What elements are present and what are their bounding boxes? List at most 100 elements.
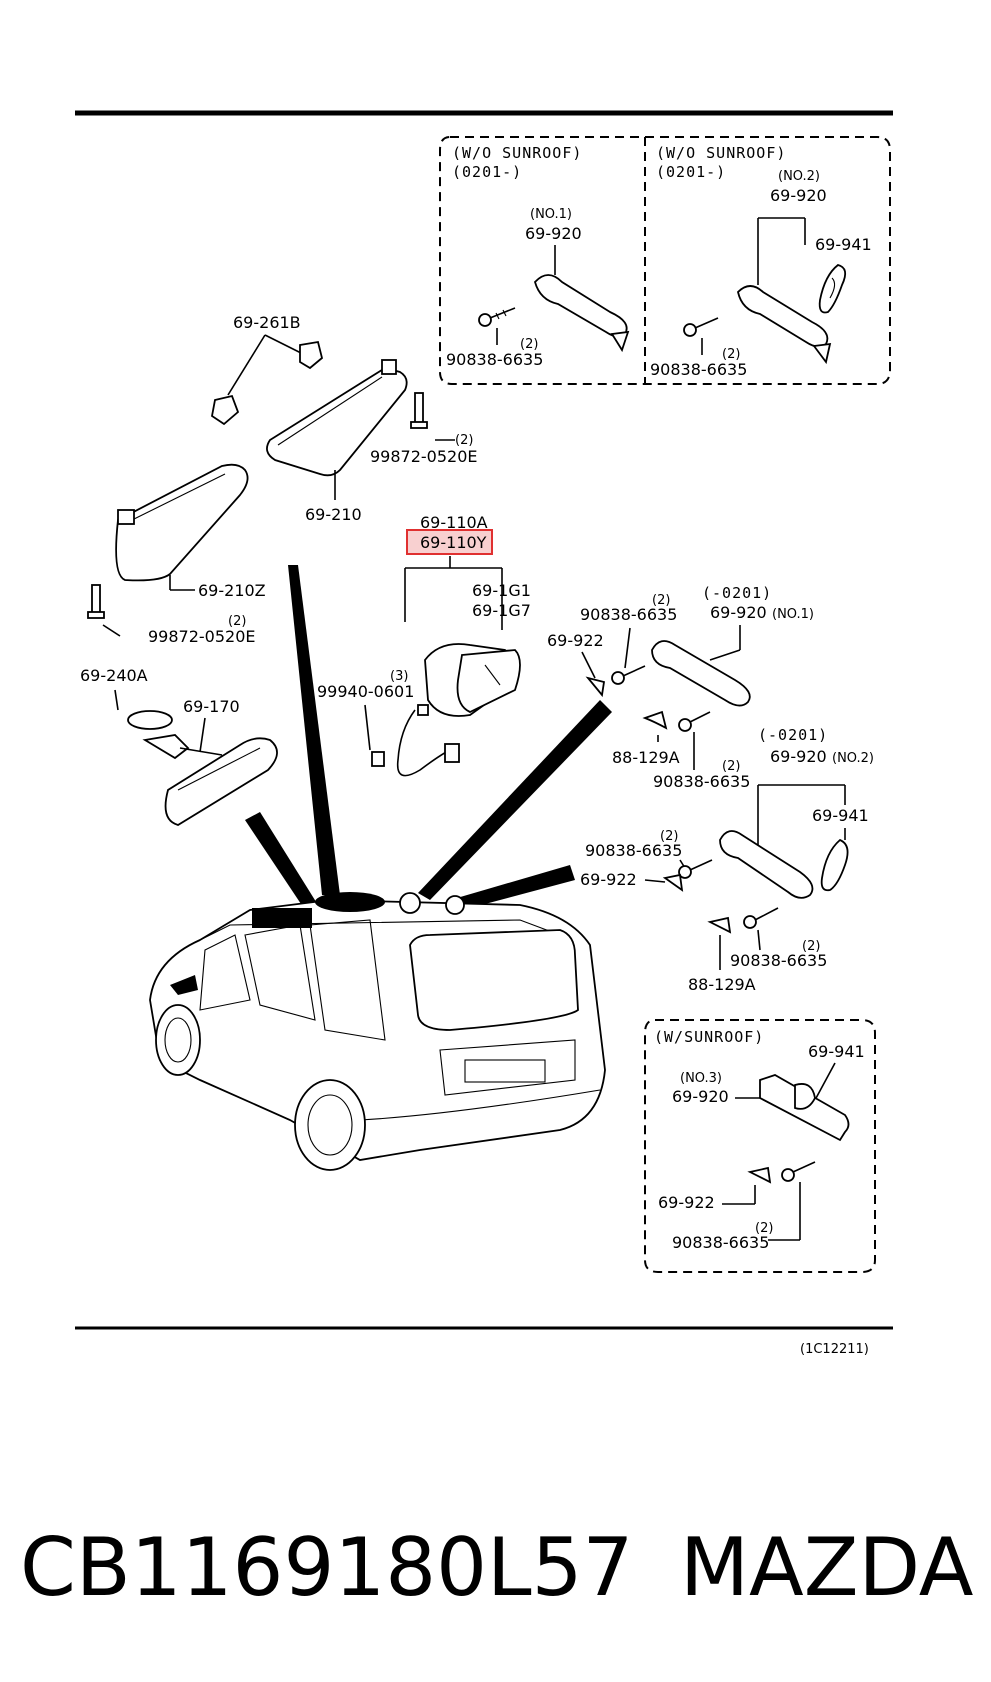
handle-cover-icon — [794, 1083, 816, 1110]
part-69-922-label: 69-922 — [580, 870, 637, 889]
sun-visor-left — [115, 463, 249, 582]
clip-icon — [642, 710, 668, 730]
sun-visor-group: 69-261B (2) 99872-0520E 69-210 69-210Z — [87, 313, 478, 646]
screw-icon — [611, 665, 646, 685]
part-88-129a-label: 88-129A — [612, 748, 680, 767]
part-69-920-label: 69-920 — [770, 747, 827, 766]
box-left-range: (0201-) — [452, 163, 522, 181]
box-left-title: (W/O SUNROOF) — [452, 144, 582, 162]
visor-pivot-icon — [381, 359, 397, 375]
part-69-920-label: 69-920 — [525, 224, 582, 243]
part-69-920-label: 69-920 — [710, 603, 767, 622]
screw-icon — [478, 307, 516, 327]
part-99940-0601-label: 99940-0601 — [317, 682, 414, 701]
qty-label: (2) — [802, 939, 820, 954]
wire-harness-icon — [371, 704, 460, 777]
range-label: (-0201) — [702, 584, 772, 602]
no2-label: (NO.2) — [778, 169, 820, 184]
qty-label: (2) — [722, 347, 740, 362]
part-69-110a-label: 69-110A — [420, 513, 488, 532]
clip-icon — [707, 916, 732, 934]
part-90838-6635-label: 90838-6635 — [585, 841, 682, 860]
rear-view-mirror-group: 69-240A 69-170 — [80, 666, 278, 826]
box-sunroof-title: (W/SUNROOF) — [654, 1028, 764, 1046]
brand-name: MAZDA — [680, 1521, 974, 1614]
handle-cover-icon — [818, 264, 847, 314]
part-90838-6635-label: 90838-6635 — [580, 605, 677, 624]
part-90838-6635-label: 90838-6635 — [653, 772, 750, 791]
pointer-wedge — [450, 865, 575, 912]
visor-clip-icon — [211, 340, 324, 426]
box-right-title: (W/O SUNROOF) — [656, 144, 786, 162]
qty-label: (2) — [722, 759, 740, 774]
clip-icon — [747, 1166, 772, 1184]
box-right-range: (0201-) — [656, 163, 726, 181]
screw-icon — [781, 1161, 816, 1182]
qty-label: (3) — [390, 669, 408, 684]
map-lamp-group: 69-110A 69-110Y 69-1G1 69-1G7 (3) 99940-… — [317, 513, 531, 777]
assist-grip-handle — [651, 640, 751, 707]
map-lamp-lens — [456, 649, 521, 713]
rear-view-mirror — [164, 737, 278, 826]
part-number: CB1169180L57 — [20, 1521, 634, 1614]
sun-visor-right — [266, 367, 408, 477]
part-69-941-label: 69-941 — [812, 806, 869, 825]
qty-label: (2) — [228, 614, 246, 629]
mirror-mount-icon — [142, 734, 190, 760]
w-sunroof-box: (W/SUNROOF) 69-941 (NO.3) 69-920 69-922 … — [644, 1019, 876, 1273]
part-90838-6635-label: 90838-6635 — [446, 350, 543, 369]
part-69-941-label: 69-941 — [808, 1042, 865, 1061]
part-69-920-label: 69-920 — [770, 186, 827, 205]
screw-icon — [683, 317, 719, 337]
part-69-240a-label: 69-240A — [80, 666, 148, 685]
part-90838-6635-label: 90838-6635 — [672, 1233, 769, 1252]
handle-cover-icon — [820, 838, 849, 892]
bolt-icon — [410, 392, 428, 429]
pointer-wedge — [288, 565, 340, 895]
highlight-box — [406, 529, 493, 555]
vehicle-illustration — [149, 565, 612, 1171]
no1-label: (NO.1) — [772, 607, 814, 622]
part-69-1g1-label: 69-1G1 — [472, 581, 531, 600]
range-label: (-0201) — [758, 726, 828, 744]
assist-grip-handle — [533, 274, 630, 353]
part-99872-0520e-label: 99872-0520E — [148, 627, 256, 646]
wo-sunroof-box: (W/O SUNROOF) (0201-) (W/O SUNROOF) (020… — [439, 136, 891, 385]
part-90838-6635-label: 90838-6635 — [730, 951, 827, 970]
no3-label: (NO.3) — [680, 1071, 722, 1086]
no2-label: (NO.2) — [832, 751, 874, 766]
screw-icon — [678, 859, 713, 879]
part-69-110y-label: 69-110Y — [420, 533, 487, 552]
qty-label: (2) — [755, 1221, 773, 1236]
assist-grip-handle — [719, 830, 814, 899]
part-99872-0520e-label: 99872-0520E — [370, 447, 478, 466]
part-69-210z-label: 69-210Z — [198, 581, 266, 600]
footer: CB1169180L57 MAZDA — [0, 1508, 991, 1628]
screw-icon — [743, 907, 779, 929]
pointer-wedge — [245, 812, 318, 910]
part-69-922-label: 69-922 — [658, 1193, 715, 1212]
qty-label: (2) — [455, 433, 473, 448]
no1-label: (NO.1) — [530, 207, 572, 222]
part-69-261b-label: 69-261B — [233, 313, 301, 332]
pointer-wedge — [418, 700, 612, 900]
qty-label: (2) — [520, 337, 538, 352]
qty-label: (2) — [652, 593, 670, 608]
screw-icon — [678, 711, 711, 732]
part-90838-6635-label: 90838-6635 — [650, 360, 747, 379]
clip-icon — [585, 676, 606, 698]
part-88-129a-label: 88-129A — [688, 975, 756, 994]
part-69-1g7-label: 69-1G7 — [472, 601, 531, 620]
visor-pivot-icon — [117, 509, 135, 525]
clip-icon — [662, 873, 684, 892]
part-69-922-label: 69-922 — [547, 631, 604, 650]
diagram-code: (1C12211) — [800, 1342, 869, 1357]
assist-grip-handle — [737, 285, 832, 365]
mirror-cover-icon — [127, 710, 173, 730]
part-69-210-label: 69-210 — [305, 505, 362, 524]
grip-handles-middle: (-0201) (2) 90838-6635 69-920 (NO.1) 69-… — [547, 584, 874, 994]
part-69-920-label: 69-920 — [672, 1087, 729, 1106]
bolt-icon — [87, 584, 105, 619]
part-69-941-label: 69-941 — [815, 235, 872, 254]
